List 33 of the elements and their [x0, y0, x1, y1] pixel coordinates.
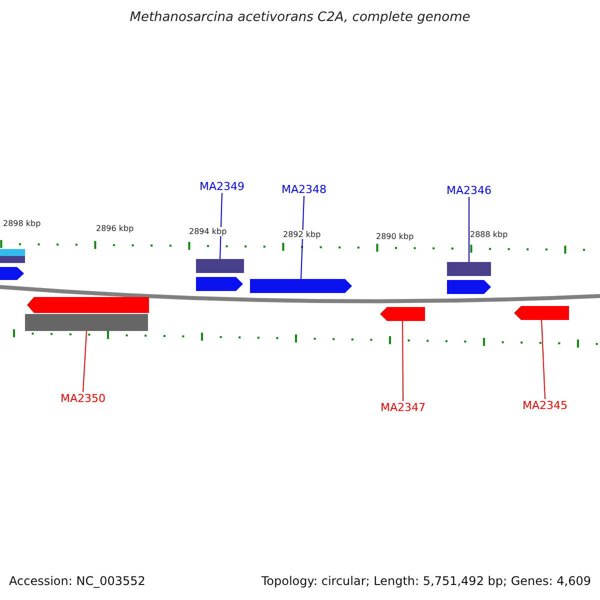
- gene-label: MA2346: [446, 184, 492, 197]
- gene-feature: [380, 307, 425, 321]
- gene-label: MA2349: [200, 180, 244, 193]
- leader-line: [82, 330, 87, 392]
- gene-feature: [0, 267, 24, 280]
- gene-feature: [447, 280, 491, 294]
- gene-label: MA2345: [522, 399, 568, 412]
- gene-label: MA2350: [60, 392, 106, 405]
- leader-line: [541, 320, 546, 400]
- gene-bar: [196, 259, 244, 273]
- leader-line: [402, 320, 404, 402]
- leader-line: [300, 196, 304, 280]
- gene-label: MA2348: [282, 183, 326, 196]
- scale-label: 2894 kbp: [189, 227, 227, 236]
- gene-feature: [250, 279, 352, 293]
- genome-summary-text: Topology: circular; Length: 5,751,492 bp; Genes: 4,609: [261, 574, 591, 588]
- scale-label: 2892 kbp: [283, 230, 321, 239]
- accession-text: Accession: NC_003552: [9, 574, 146, 588]
- gene-bar: [25, 314, 148, 331]
- chart-title: Methanosarcina acetivorans C2A, complete genome: [128, 10, 472, 25]
- gene-feature: [196, 277, 243, 291]
- gene-bar: [0, 256, 25, 263]
- scale-label: 2898 kbp: [3, 219, 41, 228]
- gene-feature: [27, 297, 149, 313]
- leader-line: [468, 196, 470, 262]
- gene-label: MA2347: [380, 401, 426, 414]
- leader-line: [220, 192, 222, 260]
- scale-label: 2890 kbp: [376, 232, 414, 241]
- scale-label: 2896 kbp: [96, 224, 134, 233]
- gene-feature: [514, 306, 569, 320]
- gene-bar: [0, 249, 25, 256]
- scale-label: 2888 kbp: [470, 230, 508, 239]
- gene-bar: [447, 262, 491, 276]
